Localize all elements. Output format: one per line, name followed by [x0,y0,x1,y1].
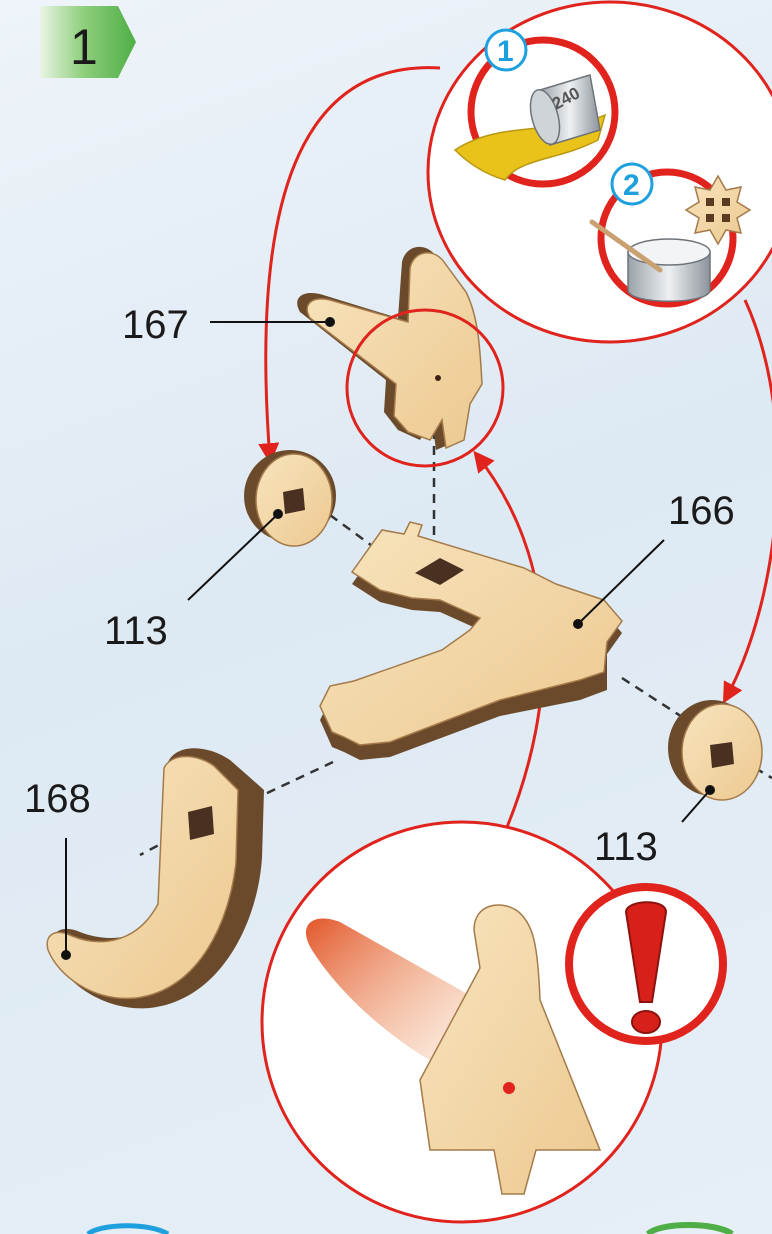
step-badge: 1 [40,6,136,78]
label-113-right: 113 [594,825,658,869]
next-step-preview [88,1225,732,1234]
step-number: 1 [70,19,98,75]
part-113-right [668,700,762,800]
tips-callout: 240 1 2 [428,2,772,342]
part-166 [320,522,622,760]
label-167: 167 [122,303,189,347]
sanding-tip-number: 1 [497,35,514,68]
label-168: 168 [24,777,91,821]
part-113-left [244,450,336,546]
part-167 [297,247,482,450]
warning-detail-callout [262,822,723,1222]
label-113-left: 113 [104,609,168,653]
label-166: 166 [668,489,735,533]
gluing-tip-number: 2 [623,169,640,202]
glue-pot-icon [628,239,710,301]
